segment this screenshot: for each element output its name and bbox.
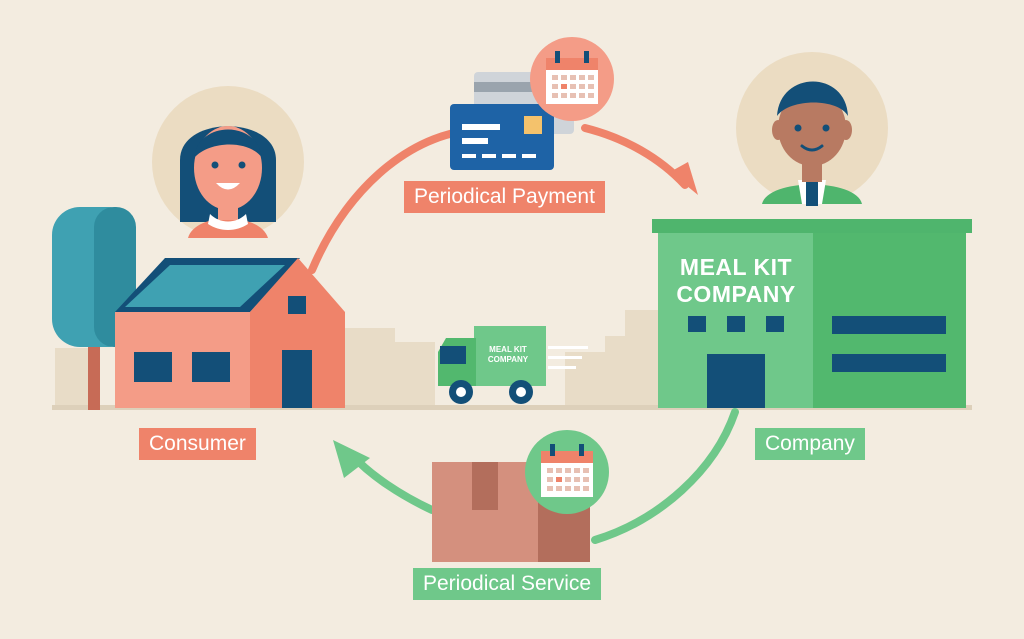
service-arc: [595, 412, 735, 540]
consumer-label: Consumer: [139, 428, 256, 460]
building-sign-line1: MEAL KIT: [673, 254, 799, 280]
truck-sign-line2: COMPANY: [476, 355, 540, 364]
consumer-avatar: [152, 86, 304, 238]
calendar-icon: [530, 37, 614, 121]
service-arrow-arc: [352, 455, 432, 510]
house: [115, 258, 345, 408]
calendar-icon: [525, 430, 609, 514]
truck-sign-line1: MEAL KIT: [476, 345, 540, 354]
periodical-payment-label: Periodical Payment: [404, 181, 605, 213]
building-sign-line2: COMPANY: [668, 281, 804, 307]
payment-arrow-arc: [585, 128, 685, 185]
periodical-service-label: Periodical Service: [413, 568, 601, 600]
company-label: Company: [755, 428, 865, 460]
company-avatar: [736, 52, 888, 206]
company-building: [652, 219, 972, 408]
